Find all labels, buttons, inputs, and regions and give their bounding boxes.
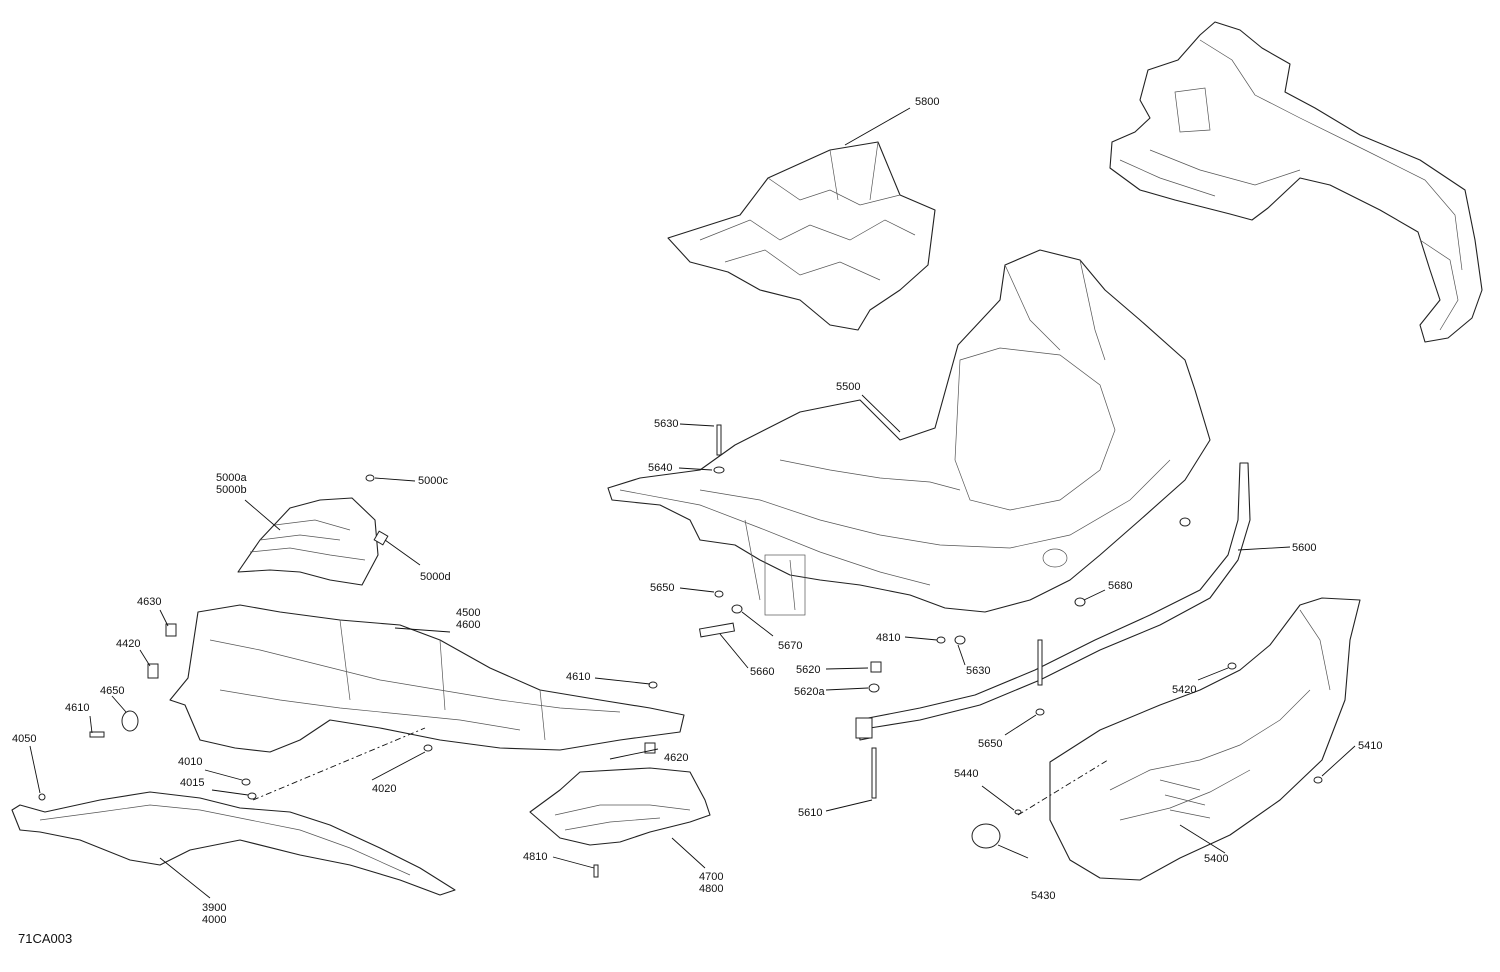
callout-3900-4000: 3900 4000 bbox=[202, 902, 226, 926]
callout-4700-4800: 4700 4800 bbox=[699, 871, 723, 895]
rear-fender-assembly bbox=[1109, 21, 1483, 343]
callout-5620a: 5620a bbox=[794, 686, 825, 698]
reference-code: 71CA003 bbox=[18, 931, 73, 946]
callout-5420: 5420 bbox=[1172, 684, 1197, 696]
callout-4020: 4020 bbox=[372, 783, 397, 795]
callout-5640: 5640 bbox=[648, 462, 673, 474]
callout-4600: 4600 bbox=[456, 619, 481, 631]
callout-4420: 4420 bbox=[116, 638, 141, 650]
side-panel-5000 bbox=[237, 497, 379, 586]
plug-5430 bbox=[971, 823, 1001, 849]
hardware bbox=[38, 424, 1323, 878]
callout-5800: 5800 bbox=[915, 96, 940, 108]
callout-4630: 4630 bbox=[137, 596, 162, 608]
callout-5660: 5660 bbox=[750, 666, 775, 678]
bumper-tube-5600 bbox=[855, 462, 1251, 741]
callout-5000b: 5000b bbox=[216, 484, 247, 496]
callout-4800: 4800 bbox=[699, 883, 724, 895]
callout-5650-lower: 5650 bbox=[978, 738, 1003, 750]
callout-4700: 4700 bbox=[699, 871, 724, 883]
lower-plate-4700 bbox=[529, 767, 711, 846]
callout-5630-lower: 5630 bbox=[966, 665, 991, 677]
callout-3900: 3900 bbox=[202, 902, 227, 914]
callout-4620: 4620 bbox=[664, 752, 689, 764]
callout-5630: 5630 bbox=[654, 418, 679, 430]
callout-4050: 4050 bbox=[12, 733, 37, 745]
leader-lines bbox=[29, 107, 1356, 899]
callout-5000a: 5000a bbox=[216, 472, 247, 484]
callout-4015: 4015 bbox=[180, 777, 205, 789]
side-fender-4500 bbox=[169, 604, 685, 753]
callout-4000: 4000 bbox=[202, 914, 227, 926]
callout-5620: 5620 bbox=[796, 664, 821, 676]
callout-4810-top: 4810 bbox=[876, 632, 901, 644]
footrest-3900 bbox=[11, 791, 456, 896]
callout-5000d: 5000d bbox=[420, 571, 451, 583]
body-5500 bbox=[607, 249, 1211, 616]
callout-4650: 4650 bbox=[100, 685, 125, 697]
rack-cover-5800 bbox=[667, 141, 936, 331]
callout-5500: 5500 bbox=[836, 381, 861, 393]
callout-4810-bottom: 4810 bbox=[523, 851, 548, 863]
callout-4010: 4010 bbox=[178, 756, 203, 768]
callout-5680: 5680 bbox=[1108, 580, 1133, 592]
callout-5440: 5440 bbox=[954, 768, 979, 780]
callout-5610: 5610 bbox=[798, 807, 823, 819]
callout-5600: 5600 bbox=[1292, 542, 1317, 554]
callout-4500-4600: 4500 4600 bbox=[456, 607, 480, 631]
callout-4500: 4500 bbox=[456, 607, 481, 619]
callout-5670: 5670 bbox=[778, 640, 803, 652]
front-guard-5400 bbox=[1049, 597, 1361, 881]
callout-4610-right: 4610 bbox=[566, 671, 591, 683]
callout-5410: 5410 bbox=[1358, 740, 1383, 752]
callout-5650: 5650 bbox=[650, 582, 675, 594]
callout-5000c: 5000c bbox=[418, 475, 448, 487]
callout-4610-left: 4610 bbox=[65, 702, 90, 714]
callout-5400: 5400 bbox=[1204, 853, 1229, 865]
callout-5000a-5000b: 5000a 5000b bbox=[216, 472, 247, 496]
callout-5430: 5430 bbox=[1031, 890, 1056, 902]
